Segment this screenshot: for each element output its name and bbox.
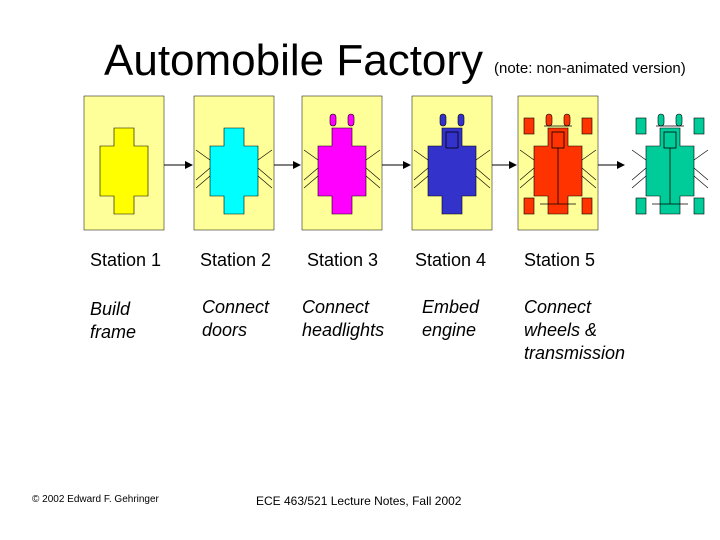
station-2-label: Station 2: [200, 250, 272, 270]
door-lines: [195, 149, 273, 189]
station-1-label: Station 1: [90, 250, 162, 270]
car-with-wheels-station-5: [519, 113, 597, 215]
wheels: [523, 117, 593, 215]
car-with-doors-station-2: [195, 127, 273, 215]
finished-car: [631, 113, 709, 215]
station-5-label: Station 5: [524, 250, 596, 270]
course-footer: ECE 463/521 Lecture Notes, Fall 2002: [256, 494, 462, 508]
station-5-task: Connect wheels & transmission: [524, 297, 626, 363]
car-with-engine-station-4: [413, 113, 491, 215]
copyright-footer: © 2002 Edward F. Gehringer: [32, 494, 159, 505]
page-title: Automobile Factory: [104, 36, 484, 85]
station-1-task: Build frame: [90, 299, 137, 342]
engine-block: [445, 131, 459, 149]
version-note: (note: non-animated version): [494, 60, 686, 77]
station-4-task: Embed engine: [422, 297, 480, 340]
car-with-headlights-station-3: [303, 113, 381, 215]
headlights: [329, 113, 355, 127]
station-3-label: Station 3: [307, 250, 379, 270]
station-3-task: Connect headlights: [302, 297, 385, 340]
station-2-task: Connect doors: [202, 297, 270, 340]
transmission: [540, 125, 576, 205]
station-4-label: Station 4: [415, 250, 487, 270]
car-frame-station-1: [99, 127, 149, 215]
